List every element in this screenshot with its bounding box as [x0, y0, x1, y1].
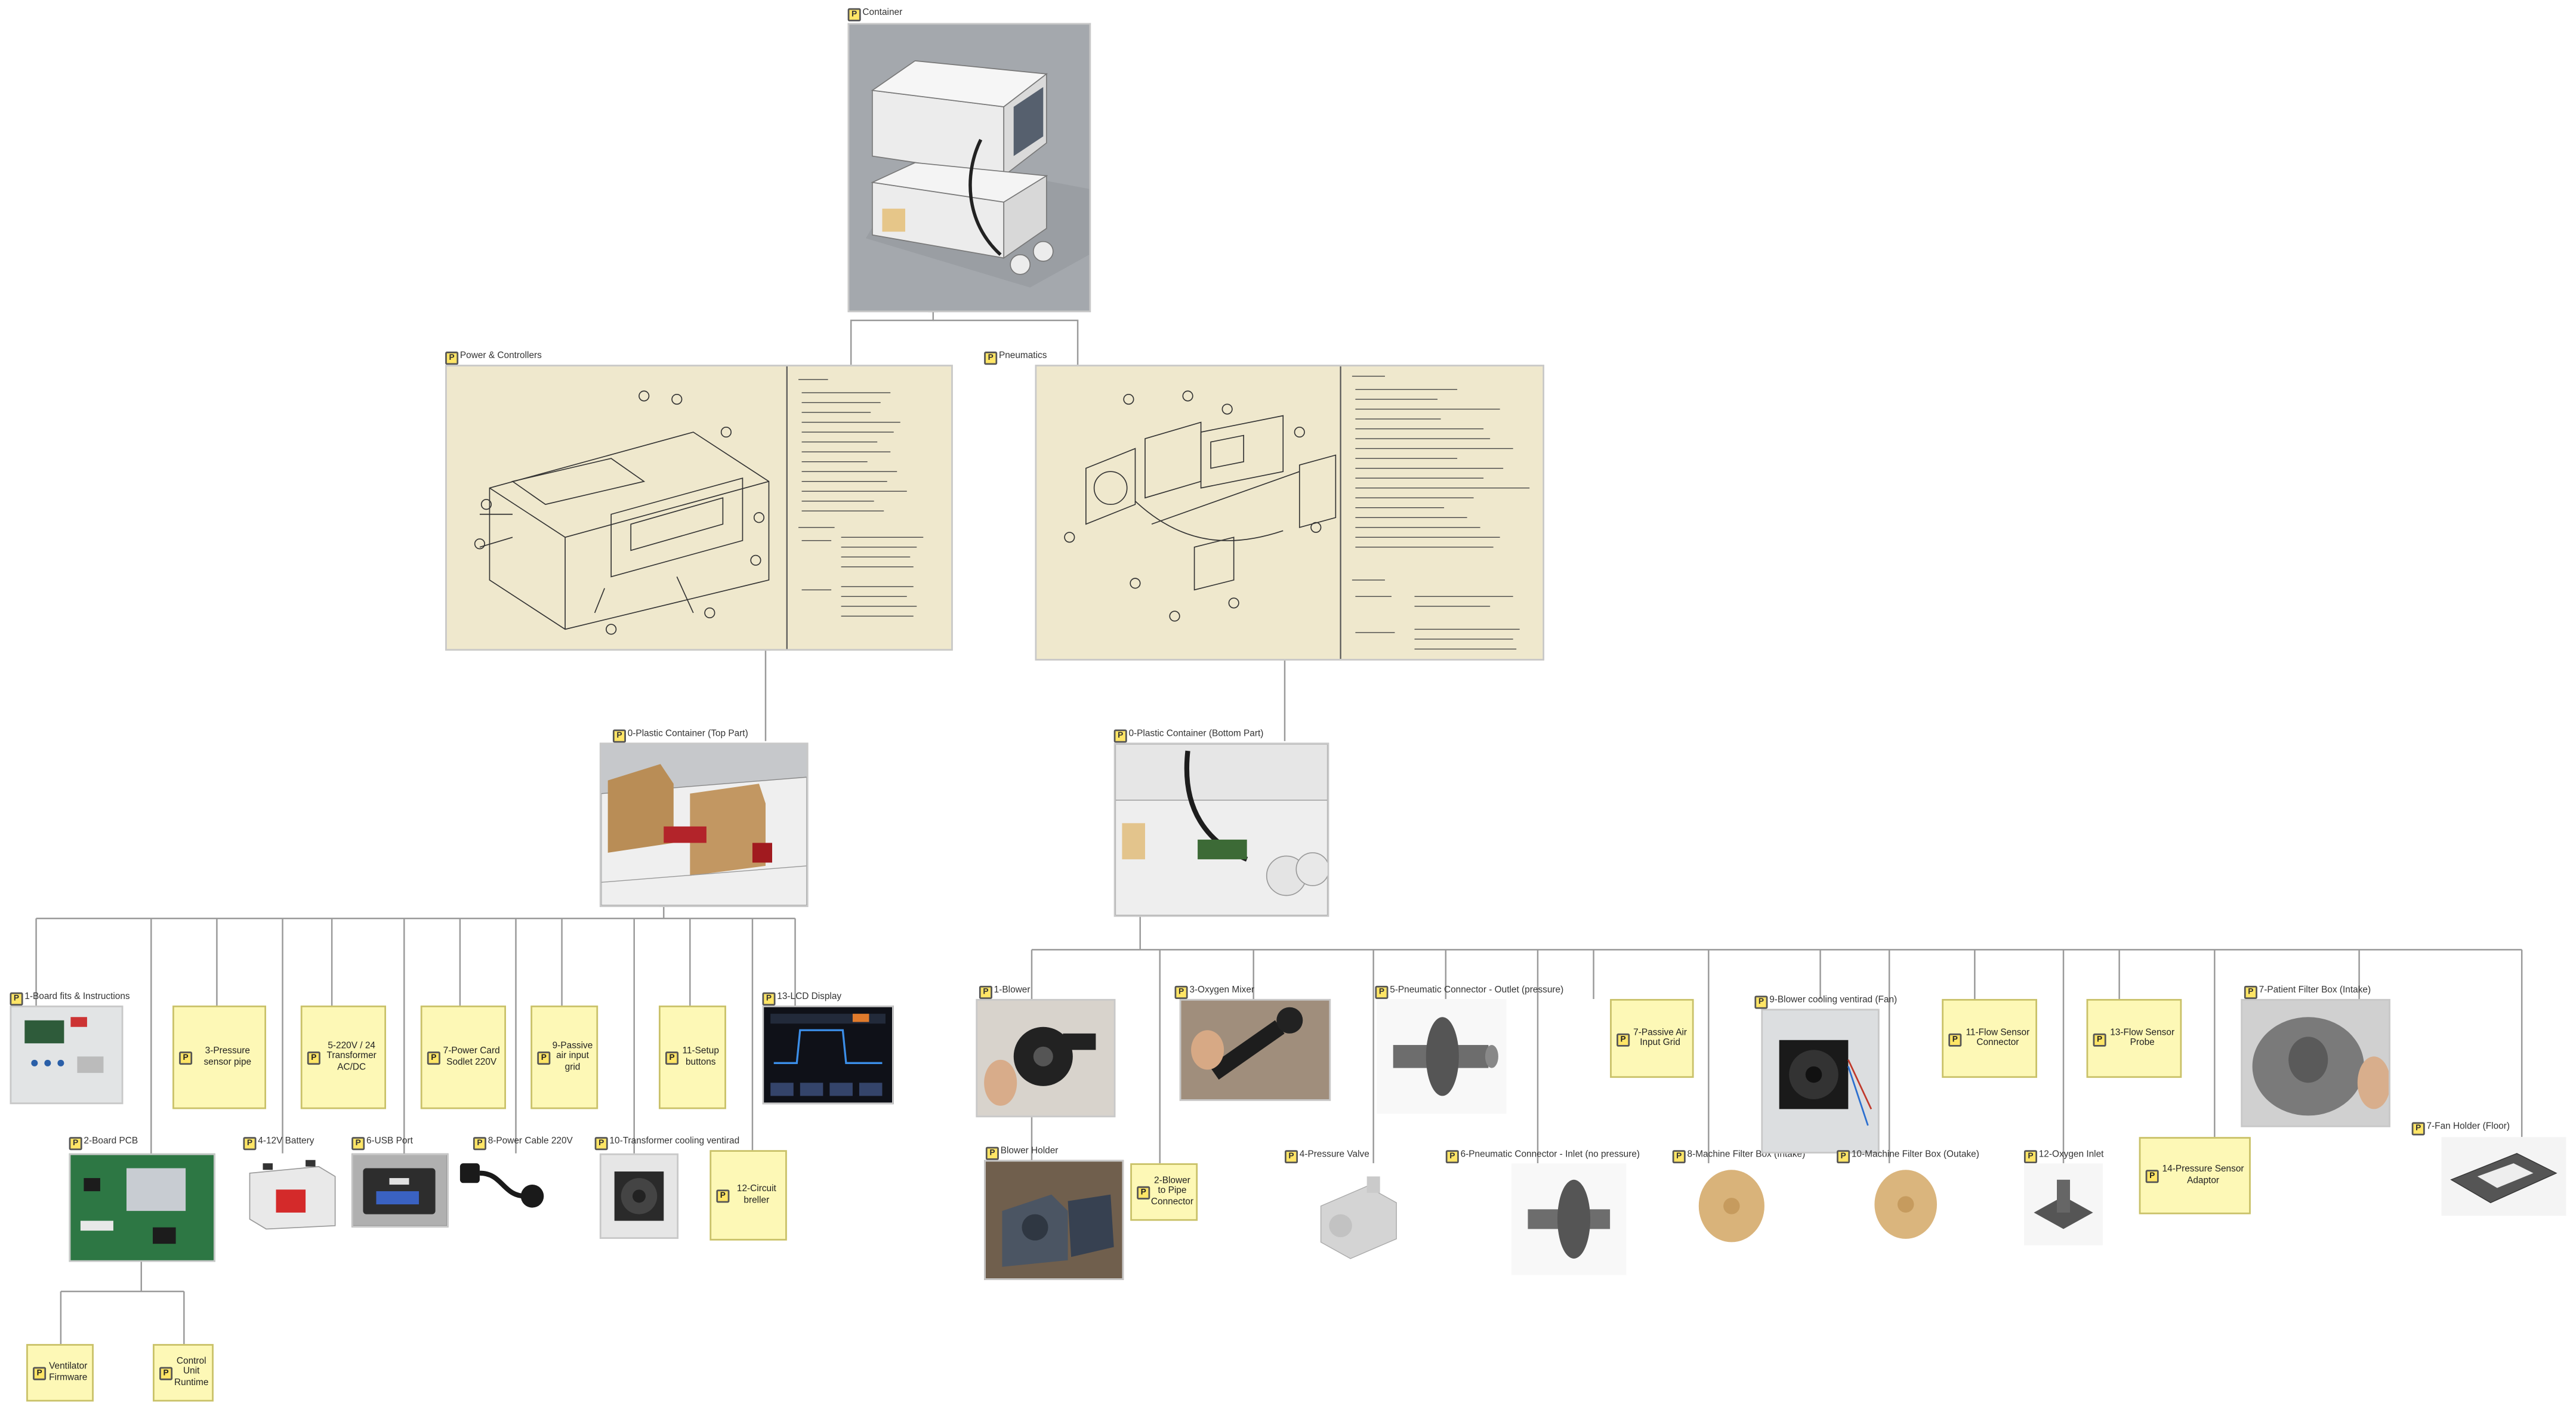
topic-icon: P [1445, 1150, 1459, 1164]
topic-icon: P [984, 352, 998, 365]
topic-icon: P [33, 1367, 47, 1380]
topic-icon: P [594, 1137, 608, 1151]
bottom-part-render-image[interactable] [1113, 742, 1329, 917]
board-pcb-image[interactable] [69, 1153, 215, 1262]
container-render-image[interactable] [847, 23, 1091, 313]
topic-icon: P [243, 1137, 257, 1151]
topic-icon: P [179, 1052, 193, 1065]
topic-icon: P [427, 1052, 440, 1065]
topic-icon: P [716, 1189, 730, 1203]
topic-icon: P [10, 992, 23, 1006]
oxygen-inlet-image[interactable] [2023, 1163, 2103, 1245]
topic-icon: P [762, 992, 776, 1006]
topic-icon: P [2411, 1122, 2425, 1136]
topic-icon: P [537, 1052, 551, 1065]
topic-icon: P [307, 1052, 320, 1065]
board-fits-image[interactable] [10, 1005, 124, 1105]
topic-icon: P [1616, 1032, 1630, 1046]
fan-holder-image[interactable] [2441, 1137, 2566, 1216]
patient-filter-image[interactable] [2241, 998, 2390, 1127]
oxygen-mixer-image[interactable] [1179, 998, 1331, 1101]
topic-icon: P [1113, 729, 1127, 743]
topic-icon: P [69, 1137, 82, 1151]
topic-icon: P [473, 1137, 486, 1151]
pneu-inlet-image[interactable] [1511, 1163, 1627, 1275]
topic-icon: P [1375, 985, 1389, 999]
usb-port-image[interactable] [351, 1153, 449, 1228]
lcd-display-image[interactable] [762, 1005, 894, 1105]
topic-icon: P [445, 352, 459, 365]
topic-icon: P [612, 729, 626, 743]
topic-icon: P [2244, 985, 2257, 999]
topic-icon: P [1174, 985, 1188, 999]
topic-icon: P [2023, 1150, 2037, 1164]
top-part-render-image[interactable] [599, 742, 809, 907]
topic-icon: P [1285, 1150, 1298, 1164]
topic-icon: P [351, 1137, 365, 1151]
filter-intake-image[interactable] [1692, 1163, 1771, 1249]
blower-cooling-image[interactable] [1761, 1009, 1880, 1154]
topic-icon: P [1754, 995, 1768, 1009]
filter-outake-image[interactable] [1866, 1163, 1945, 1245]
topic-icon: P [1137, 1186, 1150, 1200]
power-cable-image[interactable] [453, 1153, 549, 1216]
blower-image[interactable] [976, 998, 1116, 1118]
topic-icon: P [979, 985, 992, 999]
battery-image[interactable] [243, 1153, 342, 1232]
power-sketch-image[interactable] [445, 365, 953, 651]
topic-icon: P [1837, 1150, 1850, 1164]
topic-icon: P [1672, 1150, 1686, 1164]
pneumatics-sketch-image[interactable] [1035, 365, 1545, 661]
topic-icon: P [2093, 1032, 2106, 1046]
blower-holder-image[interactable] [984, 1160, 1124, 1280]
topic-icon: P [159, 1367, 173, 1380]
topic-icon: P [1948, 1032, 1962, 1046]
pneu-outlet-image[interactable] [1377, 998, 1507, 1114]
topic-icon: P [847, 8, 861, 21]
pressure-valve-image[interactable] [1301, 1163, 1413, 1265]
topic-icon: P [985, 1146, 999, 1160]
topic-icon: P [2145, 1170, 2159, 1183]
transformer-cooling-image[interactable] [599, 1153, 679, 1239]
topic-icon: P [665, 1052, 679, 1065]
